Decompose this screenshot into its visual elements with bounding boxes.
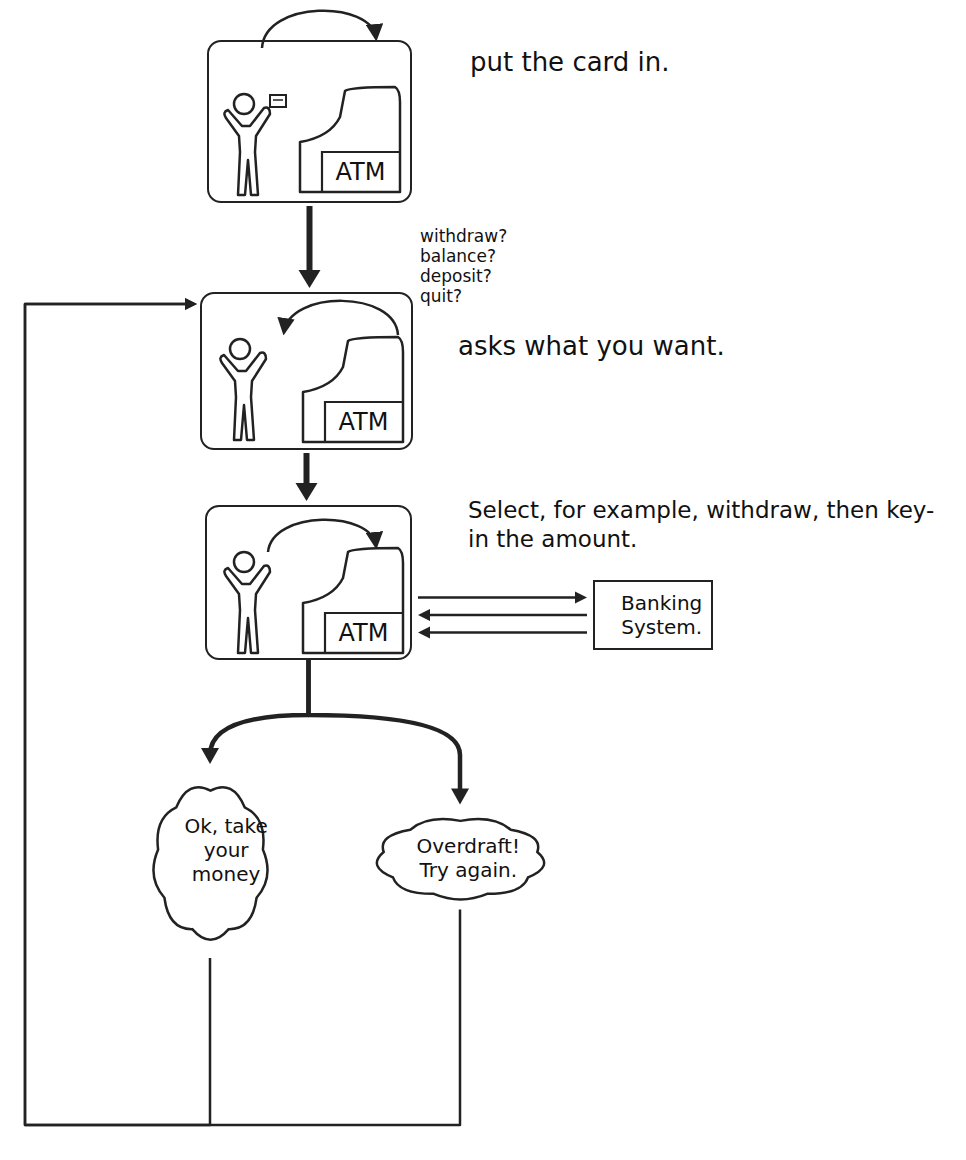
connector-line bbox=[25, 304, 460, 1125]
action-arrow bbox=[262, 11, 376, 48]
bank-card bbox=[270, 95, 286, 107]
storyboard-panel: ATM bbox=[207, 40, 412, 203]
person-figure bbox=[224, 94, 270, 195]
annotation-text: Select, for example, withdraw, then key-… bbox=[468, 496, 948, 554]
atm-machine bbox=[303, 548, 403, 653]
connector-line bbox=[210, 660, 309, 755]
person-figure bbox=[220, 339, 266, 440]
person-figure bbox=[224, 552, 270, 653]
atm-machine bbox=[303, 337, 403, 442]
connector-line bbox=[307, 206, 313, 275]
flow-connector bbox=[296, 453, 318, 501]
flow-connector bbox=[25, 298, 210, 1125]
connector-line bbox=[309, 660, 461, 793]
action-arrow bbox=[284, 301, 398, 335]
arrow-head bbox=[575, 592, 587, 604]
flow-connector bbox=[201, 660, 309, 764]
annotation-text: asks what you want. bbox=[458, 330, 725, 363]
storyboard-panel: ATM bbox=[205, 505, 412, 660]
speech-text: Overdraft! Try again. bbox=[408, 834, 528, 882]
action-arrow bbox=[268, 520, 376, 552]
flow-connector bbox=[418, 609, 587, 621]
arrow-head bbox=[296, 483, 318, 501]
arrow-head bbox=[185, 298, 197, 310]
arrow-head bbox=[451, 789, 469, 805]
annotation-text: put the card in. bbox=[470, 46, 670, 79]
arrow-head bbox=[418, 609, 430, 621]
flow-connector bbox=[309, 660, 470, 805]
machine-label: ATM bbox=[325, 616, 403, 650]
storyboard-panel: ATM bbox=[200, 292, 413, 450]
atm-machine bbox=[300, 87, 400, 192]
arrow-head bbox=[201, 748, 219, 764]
speech-cloud: Overdraft! Try again. bbox=[363, 809, 558, 908]
connector-line bbox=[25, 304, 210, 1125]
arrow-head bbox=[418, 627, 430, 639]
system-box: Banking System. bbox=[593, 580, 713, 650]
flow-connector bbox=[299, 206, 321, 288]
arrow-head bbox=[299, 270, 321, 288]
system-label: Banking System. bbox=[612, 591, 711, 639]
speech-text: Ok, take your money bbox=[176, 814, 277, 886]
bank-card-stripe bbox=[273, 99, 283, 101]
annotation-text: withdraw? balance? deposit? quit? bbox=[420, 226, 520, 306]
cloud-shape bbox=[376, 819, 543, 899]
flow-connector bbox=[25, 298, 460, 1125]
connector-line bbox=[426, 614, 587, 617]
machine-label: ATM bbox=[322, 155, 400, 189]
machine-label: ATM bbox=[325, 405, 403, 439]
flow-connector bbox=[418, 592, 587, 604]
arrow-head bbox=[185, 298, 197, 310]
connector-line bbox=[418, 596, 579, 599]
speech-cloud: Ok, take your money bbox=[144, 768, 277, 956]
connector-line bbox=[426, 631, 587, 634]
flow-connector bbox=[418, 627, 587, 639]
